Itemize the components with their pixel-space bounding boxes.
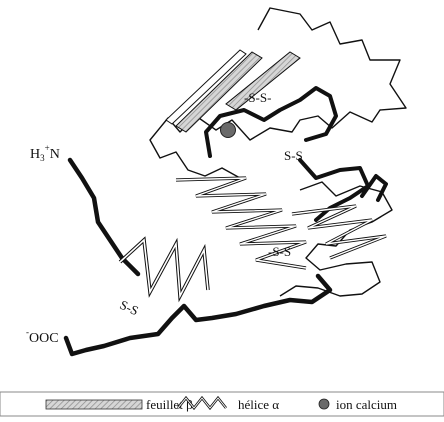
- disulfide-label-1: -S-S-: [244, 90, 271, 105]
- disulfide-label-3: -S-S: [268, 244, 291, 259]
- helix-right-inner: [291, 205, 387, 259]
- helix-central-inner: [175, 177, 307, 269]
- legend-helix-swatch-inner: [177, 397, 227, 409]
- calcium-ion: [220, 122, 236, 138]
- backbone-thin-upper: [149, 7, 407, 179]
- legend-sheet-text: feuillet β: [146, 397, 193, 412]
- legend-helix-text: hélice α: [238, 397, 279, 412]
- beta-strand-2: [225, 51, 301, 111]
- helix-left-inner: [119, 238, 209, 299]
- c-terminus-label: -OOC: [26, 327, 59, 346]
- disulfide-label-4: S-S: [118, 297, 141, 318]
- beta-strand-1: [175, 51, 263, 133]
- backbone-thick-right: [298, 158, 388, 222]
- backbone-thick-upper: [204, 86, 338, 158]
- legend-sheet-swatch: [45, 399, 143, 410]
- legend-calcium-swatch: [318, 398, 330, 410]
- legend-calcium-text: ion calcium: [336, 397, 397, 412]
- disulfide-label-2: S-S: [284, 148, 303, 163]
- legend: feuillet β hélice α ion calcium: [0, 391, 444, 417]
- backbone-thick-c: [63, 273, 333, 357]
- beta-strand-3: [165, 49, 247, 125]
- n-terminus-label: H3+N: [30, 143, 60, 163]
